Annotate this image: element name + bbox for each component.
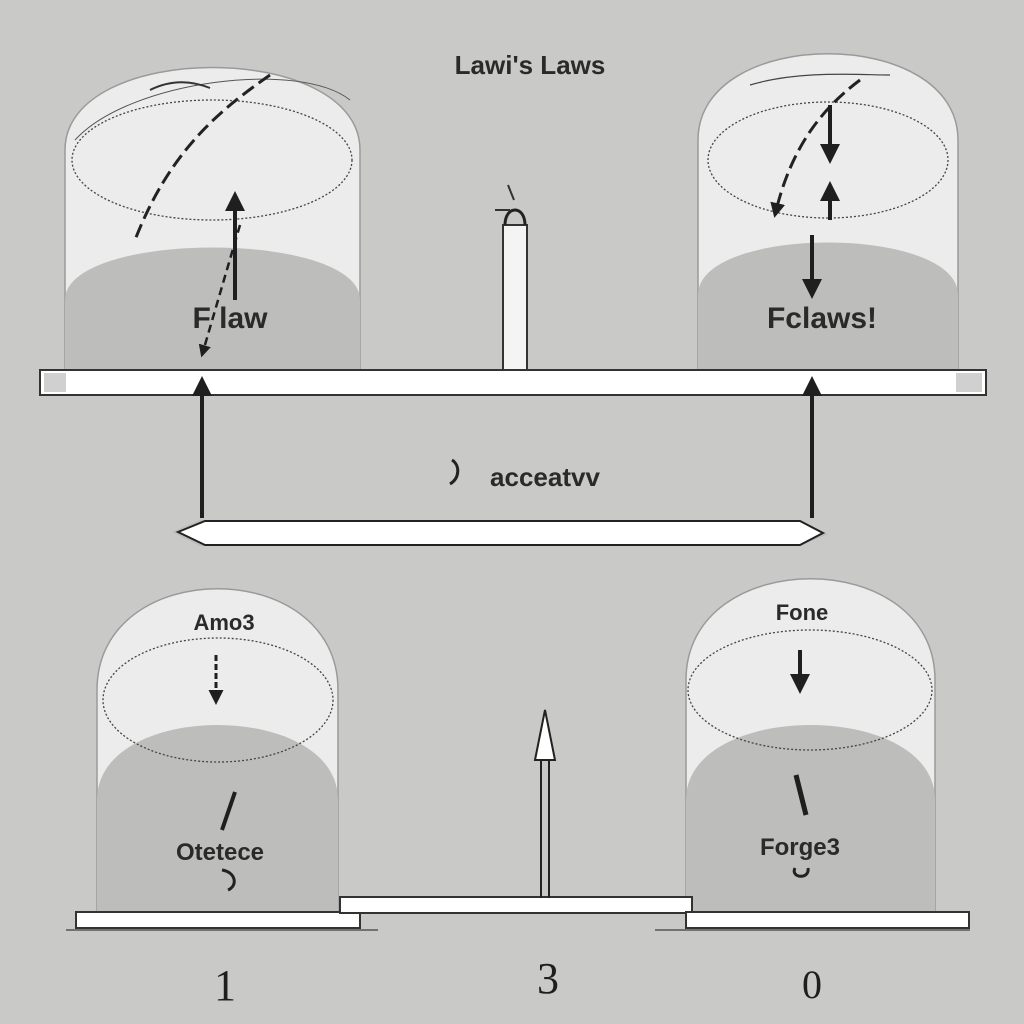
bottom-right-top-label: Fone <box>776 600 829 625</box>
diagonal-mark-br <box>793 774 809 816</box>
bottom-right-bottom-label: Forge3 <box>760 834 840 861</box>
number-3: 3 <box>537 954 559 1003</box>
bottom-left-dome: Amo3 Otetece <box>96 588 339 913</box>
diagonal-arrow <box>198 224 242 358</box>
top-left-dome-label: F law <box>192 302 268 335</box>
lower-bar <box>175 520 826 546</box>
center-post <box>495 184 528 371</box>
middle-label: acceatvv <box>490 462 600 492</box>
bottom-right-dome: Fone Forge3 <box>685 578 936 913</box>
upper-beam <box>39 369 987 396</box>
curved-arrow <box>133 73 271 241</box>
top-right-dome-label: Fclaws! <box>767 302 877 335</box>
top-right-dome: Fclaws! <box>697 53 959 371</box>
diagonal-mark-bl <box>220 791 237 831</box>
top-left-dome: F law <box>64 66 361 371</box>
number-0: 0 <box>802 962 822 1007</box>
curved-arrow-right <box>770 78 861 218</box>
diagram-title: Lawi's Laws <box>455 50 606 80</box>
bottom-plank-center <box>339 896 693 914</box>
bottom-plank-left <box>75 911 361 929</box>
number-1: 1 <box>214 961 236 1010</box>
center-up-arrow <box>533 709 557 898</box>
bottom-left-bottom-label: Otetece <box>176 839 264 866</box>
bottom-plank-right <box>685 911 970 929</box>
bottom-left-top-label: Amo3 <box>193 610 254 635</box>
